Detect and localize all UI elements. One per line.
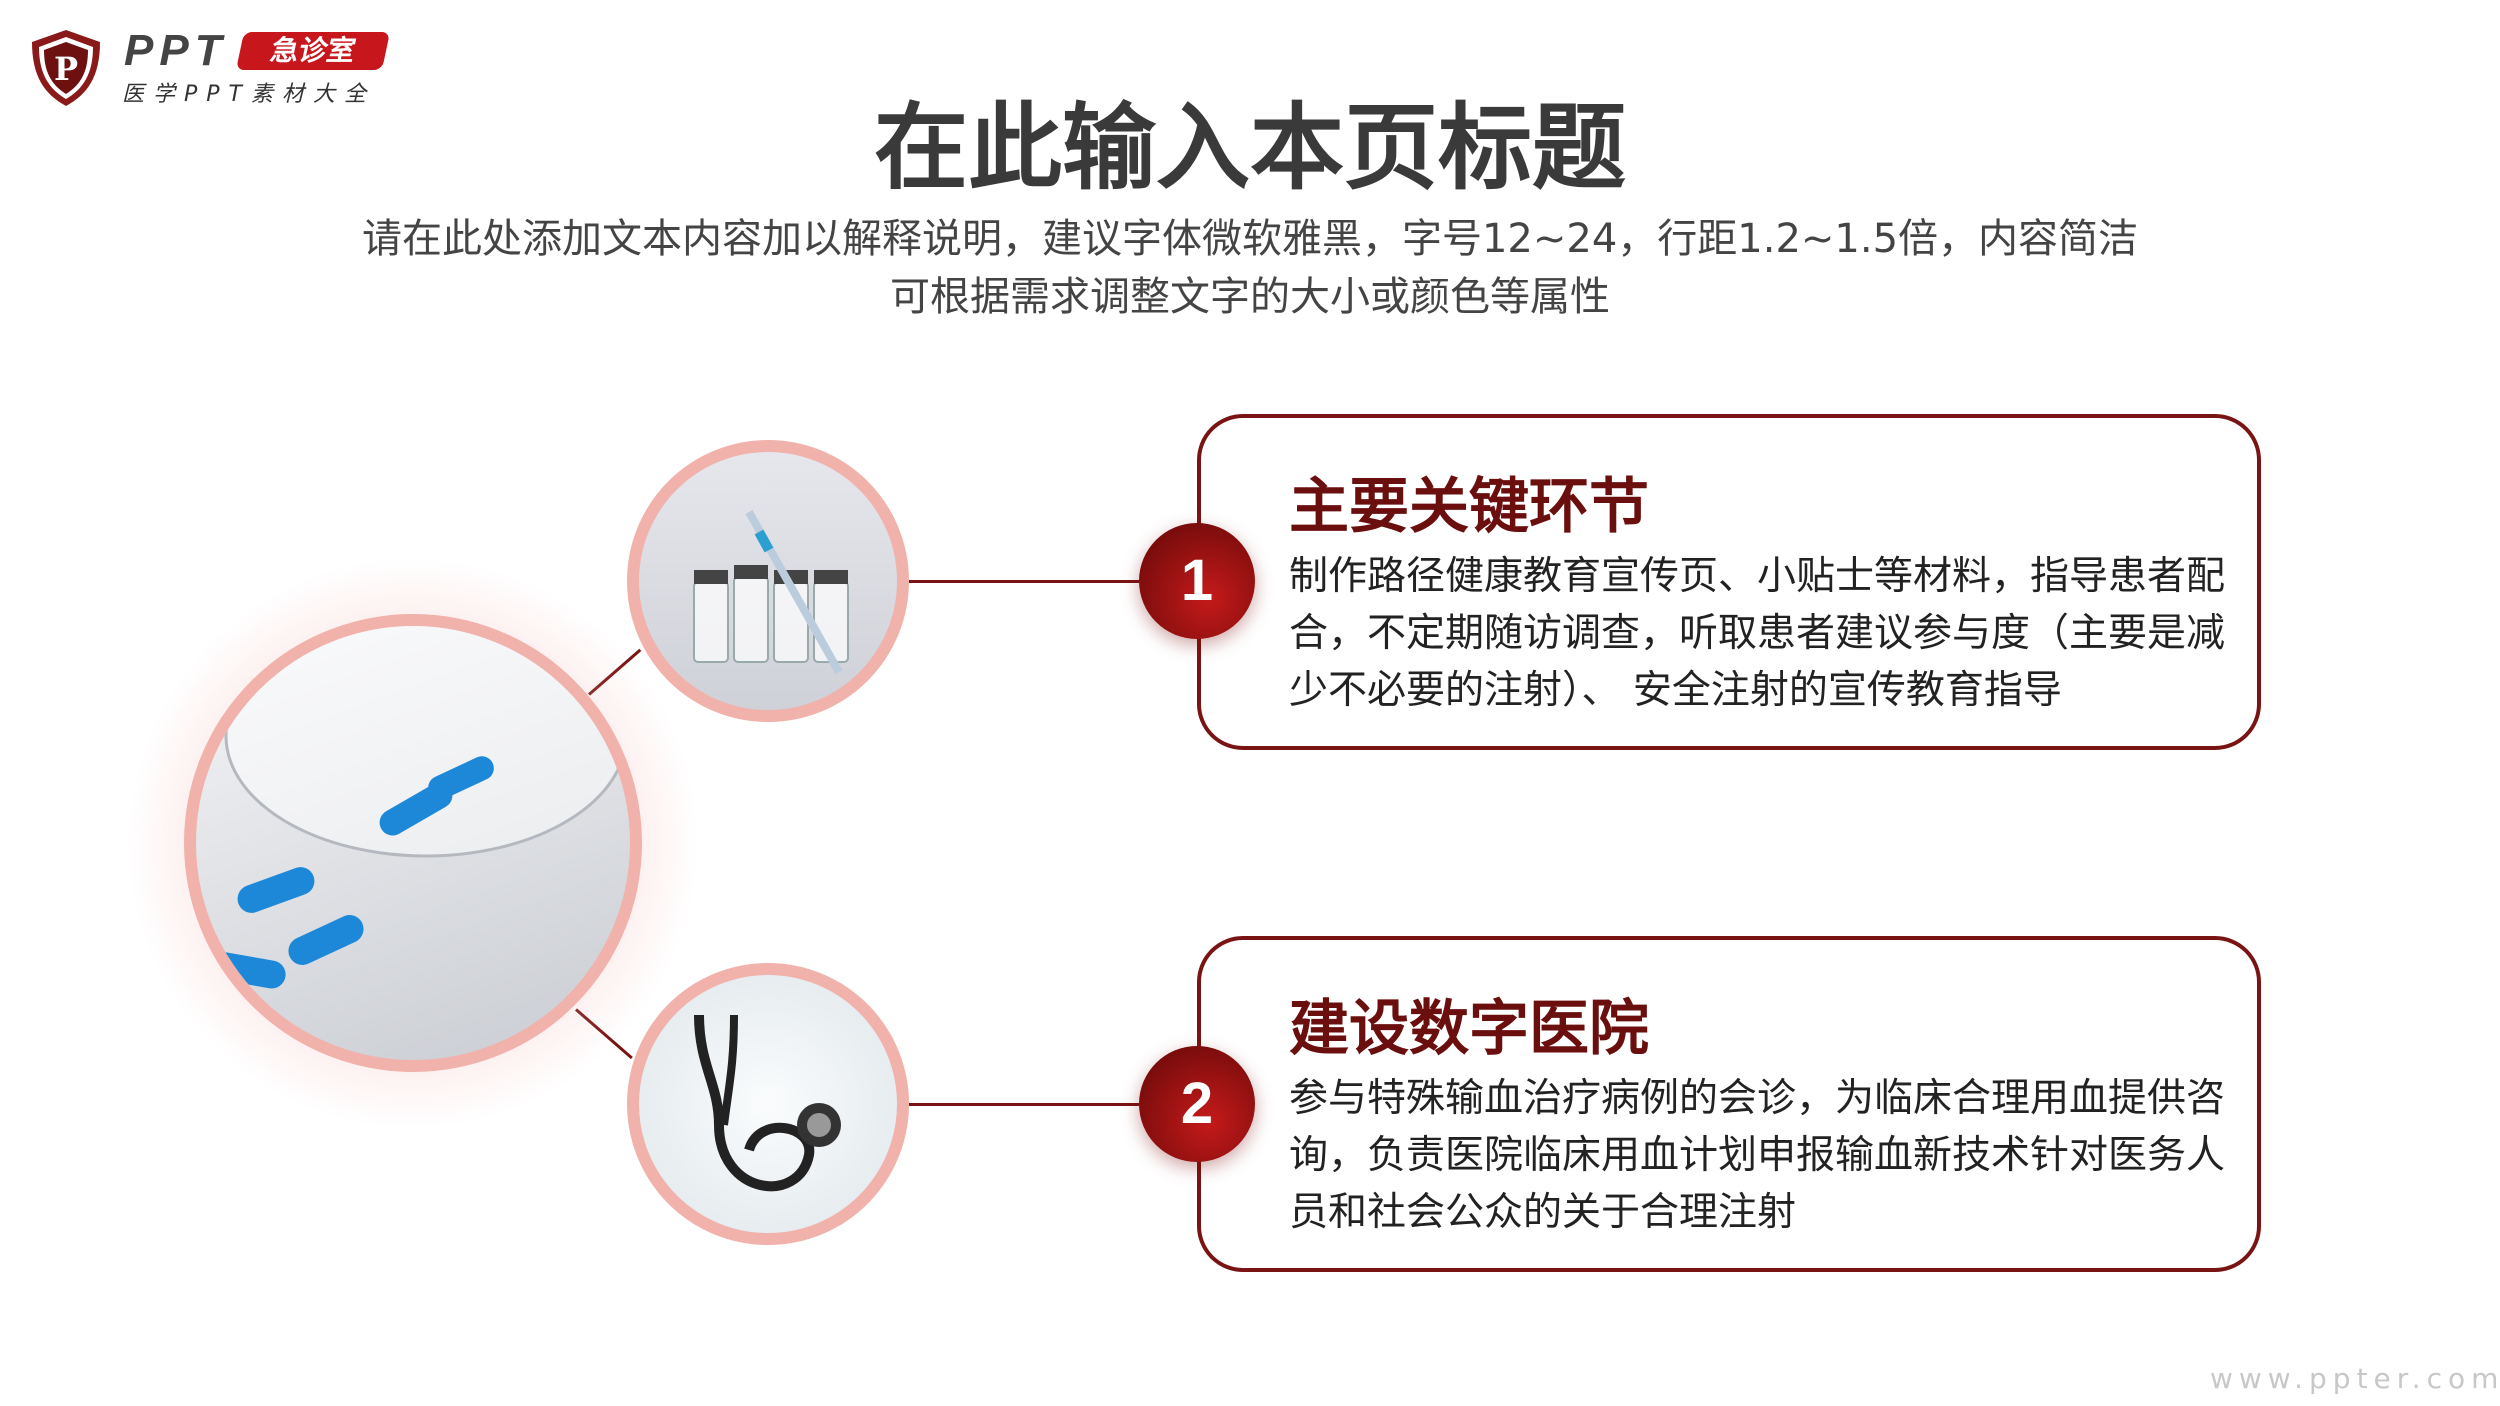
- svg-text:P: P: [54, 50, 78, 88]
- info-card-2: 建设数字医院 参与特殊输血治疗病例的会诊，为临床合理用血提供咨询，负责医院临床用…: [1197, 936, 2261, 1272]
- connector-line-2: [909, 1103, 1139, 1106]
- card-body: 制作路径健康教育宣传页、小贴士等材料，指导患者配合，不定期随访调查，听取患者建议…: [1289, 554, 2226, 713]
- vials-syringe-photo: [627, 440, 909, 722]
- page-title: 在此输入本页标题: [873, 94, 1626, 203]
- step-number-1: 1: [1139, 523, 1255, 639]
- watermark: www.ppter.com: [2210, 1362, 2500, 1395]
- stethoscope-photo: [627, 963, 909, 1245]
- card-body: 参与特殊输血治疗病例的会诊，为临床合理用血提供咨询，负责医院临床用血计划申报输血…: [1289, 1076, 2226, 1235]
- logo-brand: PPT: [124, 26, 228, 75]
- logo-badge: 急诊室: [235, 32, 391, 70]
- capsules-photo: [184, 614, 642, 1072]
- info-card-1: 主要关键环节 制作路径健康教育宣传页、小贴士等材料，指导患者配合，不定期随访调查…: [1197, 414, 2261, 750]
- card-heading: 建设数字医院: [1289, 994, 1649, 1064]
- logo-tagline: 医学PPT素材大全: [122, 82, 375, 107]
- subtitle-line-1: 请在此处添加文本内容加以解释说明，建议字体微软雅黑，字号12~24，行距1.2~…: [361, 216, 2139, 262]
- connector-line-1: [909, 580, 1139, 583]
- subtitle-line-2: 可根据需求调整文字的大小或颜色等属性: [890, 274, 1610, 320]
- step-number-2: 2: [1139, 1046, 1255, 1162]
- shield-logo-icon: P: [32, 30, 100, 106]
- card-heading: 主要关键环节: [1289, 472, 1649, 542]
